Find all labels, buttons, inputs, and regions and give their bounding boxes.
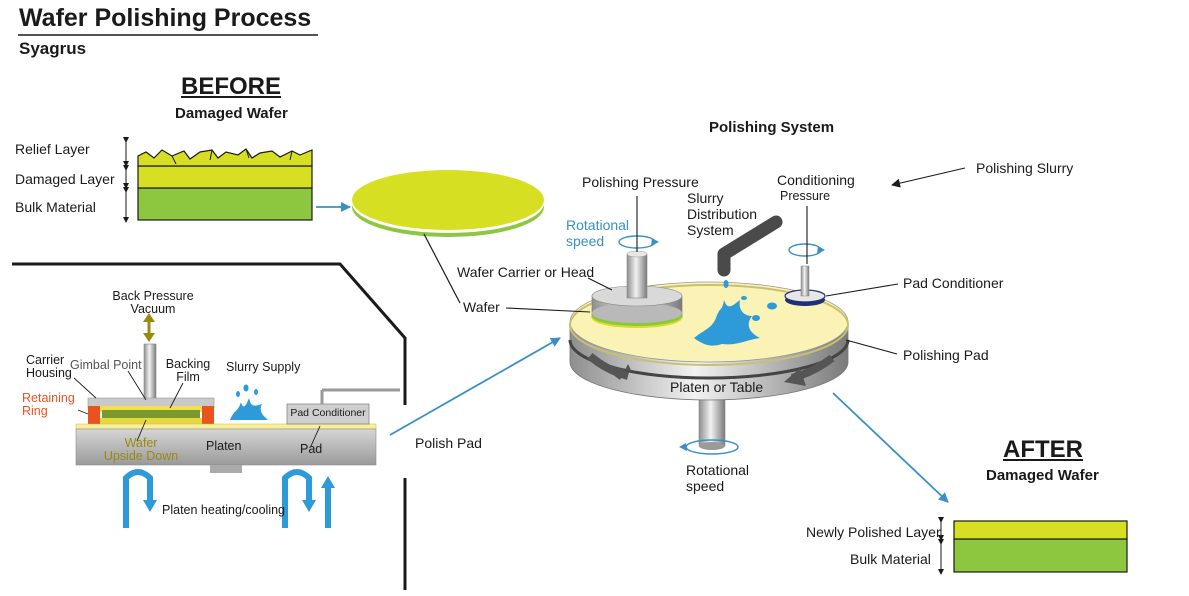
label-carrier-housing: Carrier Housing [26, 353, 72, 381]
label-wafer-carrier: Wafer Carrier or Head [457, 264, 595, 280]
after-link-arrow [832, 392, 949, 503]
label-pressure: Pressure [780, 189, 831, 203]
page-title: Wafer Polishing Process [19, 4, 312, 32]
before-wafer-stack [137, 148, 313, 221]
label-retaining-ring: Retaining Ring [22, 391, 75, 418]
platen-body [75, 428, 377, 466]
label-conditioning: Conditioning [777, 172, 855, 188]
wafer-carrier-head [591, 250, 683, 328]
polishing-system-machine [568, 215, 850, 455]
label-backing-film: Backing Film [165, 357, 211, 385]
label-after-bulk-material: Bulk Material [850, 551, 931, 567]
polish-pad-layer [75, 423, 377, 430]
label-polishing-pressure: Polishing Pressure [582, 174, 699, 190]
polish-pad-link-arrow [389, 337, 561, 436]
polishing-system-title: Polishing System [709, 119, 835, 136]
pad-conditioner-block [286, 403, 370, 425]
wafer-label-line [423, 233, 461, 304]
label-platen-heating-cooling: Platen heating/cooling [162, 503, 286, 517]
polishing-system-leaders [505, 167, 966, 355]
label-wafer-upside-down: Wafer Upside Down [103, 436, 179, 464]
pad-conditioner-head [784, 265, 826, 306]
cross-section-machine [73, 313, 400, 528]
label-platen: Platen [206, 439, 242, 453]
wafer-disc [352, 170, 544, 237]
after-heading: AFTER [1003, 436, 1083, 463]
label-rotational-speed-top: Rotational speed [566, 217, 630, 250]
cross-section-border [12, 262, 407, 405]
relief-surface [137, 148, 313, 167]
before-subheading: Damaged Wafer [175, 105, 288, 122]
label-pad: Pad [300, 442, 323, 456]
label-newly-polished-layer: Newly Polished Layer [806, 524, 941, 540]
label-bulk-material: Bulk Material [15, 199, 96, 215]
slurry-splash [694, 300, 760, 346]
label-back-pressure-vacuum: Back Pressure Vacuum [112, 289, 194, 317]
label-pad-conditioner: Pad Conditioner [903, 275, 1004, 291]
slurry-nozzle [717, 215, 783, 277]
before-heading: BEFORE [181, 73, 282, 100]
label-relief-layer: Relief Layer [15, 141, 90, 157]
label-polishing-pad: Polishing Pad [903, 347, 989, 363]
cross-section-leaders [73, 370, 321, 447]
slurry-supply-splash [230, 384, 268, 420]
label-damaged-layer: Damaged Layer [15, 171, 115, 187]
label-polish-pad: Polish Pad [415, 435, 482, 451]
label-slurry-distribution: Slurry Distribution System [687, 190, 758, 239]
label-pad-conditioner-cross: Pad Conditioner [290, 407, 366, 419]
label-slurry-supply: Slurry Supply [226, 360, 301, 374]
label-polishing-slurry: Polishing Slurry [976, 160, 1074, 176]
after-subheading: Damaged Wafer [986, 467, 1099, 484]
retaining-ring-left [88, 406, 100, 426]
carrier-spindle [143, 343, 157, 401]
page-subtitle: Syagrus [19, 39, 87, 58]
label-platen-table: Platen or Table [670, 379, 764, 395]
label-rotational-speed-bottom: Rotational speed [686, 462, 750, 495]
after-wafer-stack [953, 520, 1128, 573]
platen-heating-arrowheads [143, 476, 335, 512]
platen-heating-arrows [123, 469, 331, 528]
retaining-ring-right [202, 406, 214, 426]
label-gimbal-point: Gimbal Point [70, 358, 142, 372]
label-wafer: Wafer [463, 299, 500, 315]
